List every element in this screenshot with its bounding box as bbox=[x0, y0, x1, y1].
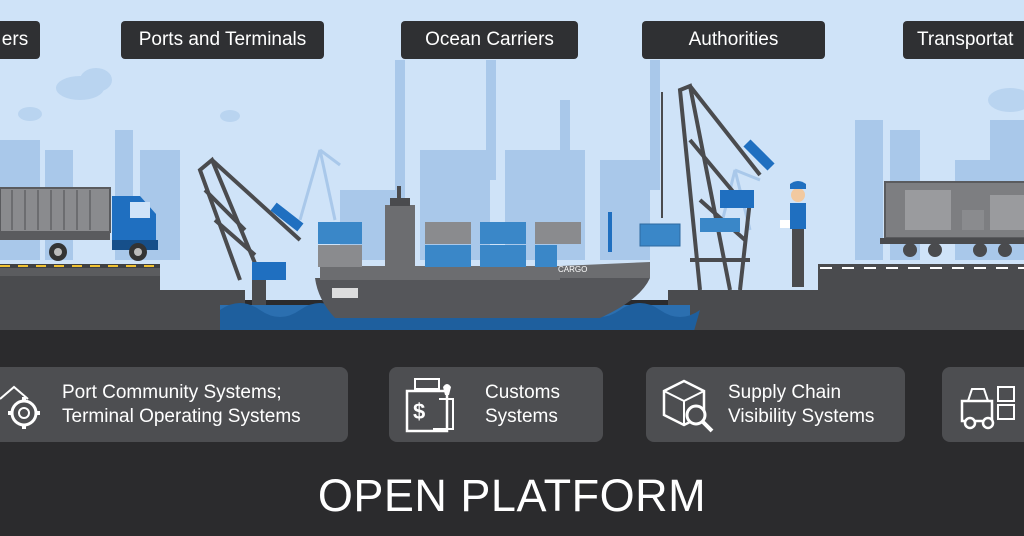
supply-chain-systems-box: Supply Chain Visibility Systems bbox=[646, 367, 905, 442]
label-ports-and-terminals: Ports and Terminals bbox=[121, 21, 324, 59]
label-carriers: ers bbox=[0, 21, 40, 59]
port-community-line2: Terminal Operating Systems bbox=[62, 406, 301, 427]
svg-text:$: $ bbox=[413, 399, 425, 424]
dollar-document-icon: $ bbox=[405, 378, 454, 433]
label-authorities: Authorities bbox=[642, 21, 825, 59]
package-search-icon bbox=[662, 379, 714, 433]
worker-figure bbox=[780, 181, 806, 287]
customs-systems-box: $ Customs Systems bbox=[389, 367, 603, 442]
ship-cargo-label: CARGO bbox=[558, 265, 587, 274]
customs-line1: Customs bbox=[485, 382, 560, 403]
customs-line2: Systems bbox=[485, 406, 558, 427]
label-transportation: Transportat bbox=[903, 21, 1024, 59]
port-community-line1: Port Community Systems; bbox=[62, 382, 282, 403]
train-car-illustration bbox=[880, 181, 1024, 257]
left-crane bbox=[197, 156, 302, 281]
port-community-systems-box: Port Community Systems; Terminal Operati… bbox=[0, 367, 348, 442]
cargo-ship-illustration: CARGO bbox=[315, 186, 650, 318]
label-ocean-carriers: Ocean Carriers bbox=[401, 21, 578, 59]
open-platform-title: OPEN PLATFORM bbox=[317, 470, 707, 521]
gear-icon bbox=[0, 385, 40, 429]
supply-chain-line1: Supply Chain bbox=[728, 382, 842, 403]
transport-systems-box-partial bbox=[942, 367, 1024, 442]
truck-illustration bbox=[0, 187, 158, 261]
right-crane bbox=[677, 83, 762, 291]
supply-chain-line2: Visibility Systems bbox=[728, 406, 875, 427]
forklift-icon bbox=[960, 386, 1015, 430]
